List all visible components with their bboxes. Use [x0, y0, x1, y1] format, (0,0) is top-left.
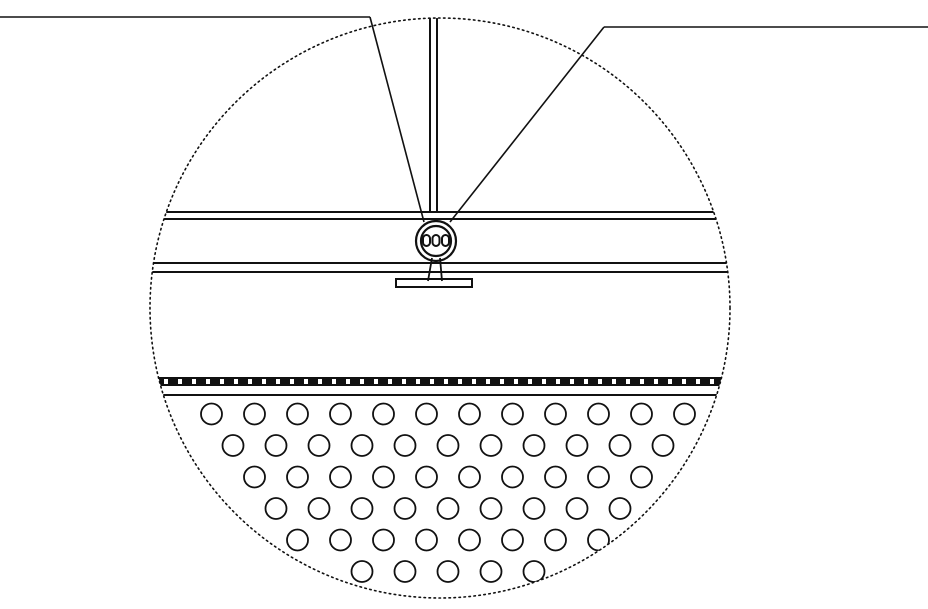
perforation-hole: [501, 465, 524, 489]
connector-stem: [427, 257, 443, 282]
perforation-hole: [458, 465, 481, 489]
upper-horizontal-rail: [150, 211, 720, 220]
perforation-hole: [565, 434, 589, 457]
perforation-hole: [393, 434, 417, 457]
perforation-hole: [479, 434, 503, 457]
perforation-hole: [544, 402, 567, 426]
pin: [441, 234, 450, 247]
connector-pins: [422, 234, 450, 247]
perforation-hole: [587, 402, 610, 426]
perforation-hole: [436, 560, 460, 583]
perforation-hole: [350, 560, 374, 583]
perforation-hole: [372, 528, 395, 552]
perforation-hole: [286, 465, 309, 489]
dashed-band: [150, 377, 730, 396]
perforation-hole: [243, 402, 266, 426]
detail-contents: [150, 18, 730, 583]
mounting-plate: [395, 278, 473, 288]
perforation-hole: [307, 434, 331, 457]
perforation-hole: [544, 465, 567, 489]
perforation-hole: [436, 497, 460, 520]
perforation-hole: [350, 434, 374, 457]
vertical-frame-member: [429, 18, 438, 213]
perforation-hole: [630, 402, 653, 426]
perforation-hole: [479, 560, 503, 583]
perforation-hole: [544, 528, 567, 552]
perforation-hole: [522, 497, 546, 520]
perforation-hole: [286, 528, 309, 552]
perforation-hole: [479, 497, 503, 520]
perforation-hole: [243, 465, 266, 489]
pin: [431, 234, 441, 247]
connector-outer-ring: [414, 219, 458, 263]
leader-left: [0, 16, 425, 223]
perforation-hole: [673, 402, 696, 426]
perforation-hole: [372, 465, 395, 489]
perforation-hole: [651, 434, 675, 457]
perforation-hole: [458, 528, 481, 552]
perforation-hole: [350, 497, 374, 520]
perforation-hole: [200, 402, 223, 426]
perforation-hole: [329, 528, 352, 552]
perforation-hole: [608, 497, 632, 520]
perforation-hole: [501, 528, 524, 552]
perforation-hole: [307, 497, 331, 520]
perforation-hole: [458, 402, 481, 426]
detail-circle-boundary: [149, 17, 731, 599]
perforation-hole: [264, 434, 288, 457]
perforation-hole: [329, 402, 352, 426]
leader-right: [449, 26, 928, 223]
perforation-hole: [393, 560, 417, 583]
pin: [422, 234, 431, 247]
perforation-hole: [221, 434, 245, 457]
connector-assembly: [395, 219, 473, 288]
perforation-hole: [630, 465, 653, 489]
perforation-hole: [415, 528, 438, 552]
perforation-hole: [522, 434, 546, 457]
connector-inner-ring: [419, 224, 453, 258]
perforation-hole: [436, 434, 460, 457]
perforation-hole: [372, 402, 395, 426]
perforation-hole: [415, 402, 438, 426]
perforation-hole: [522, 560, 546, 583]
perforation-hole: [264, 497, 288, 520]
perforation-hole: [565, 497, 589, 520]
perforation-hole: [587, 465, 610, 489]
perforation-hole: [286, 402, 309, 426]
perforation-hole: [393, 497, 417, 520]
perforation-hole: [415, 465, 438, 489]
perforation-hole: [501, 402, 524, 426]
perforation-hole: [587, 528, 610, 552]
perforation-hole: [608, 434, 632, 457]
perforation-hole: [329, 465, 352, 489]
perforation-holes: [200, 402, 696, 583]
